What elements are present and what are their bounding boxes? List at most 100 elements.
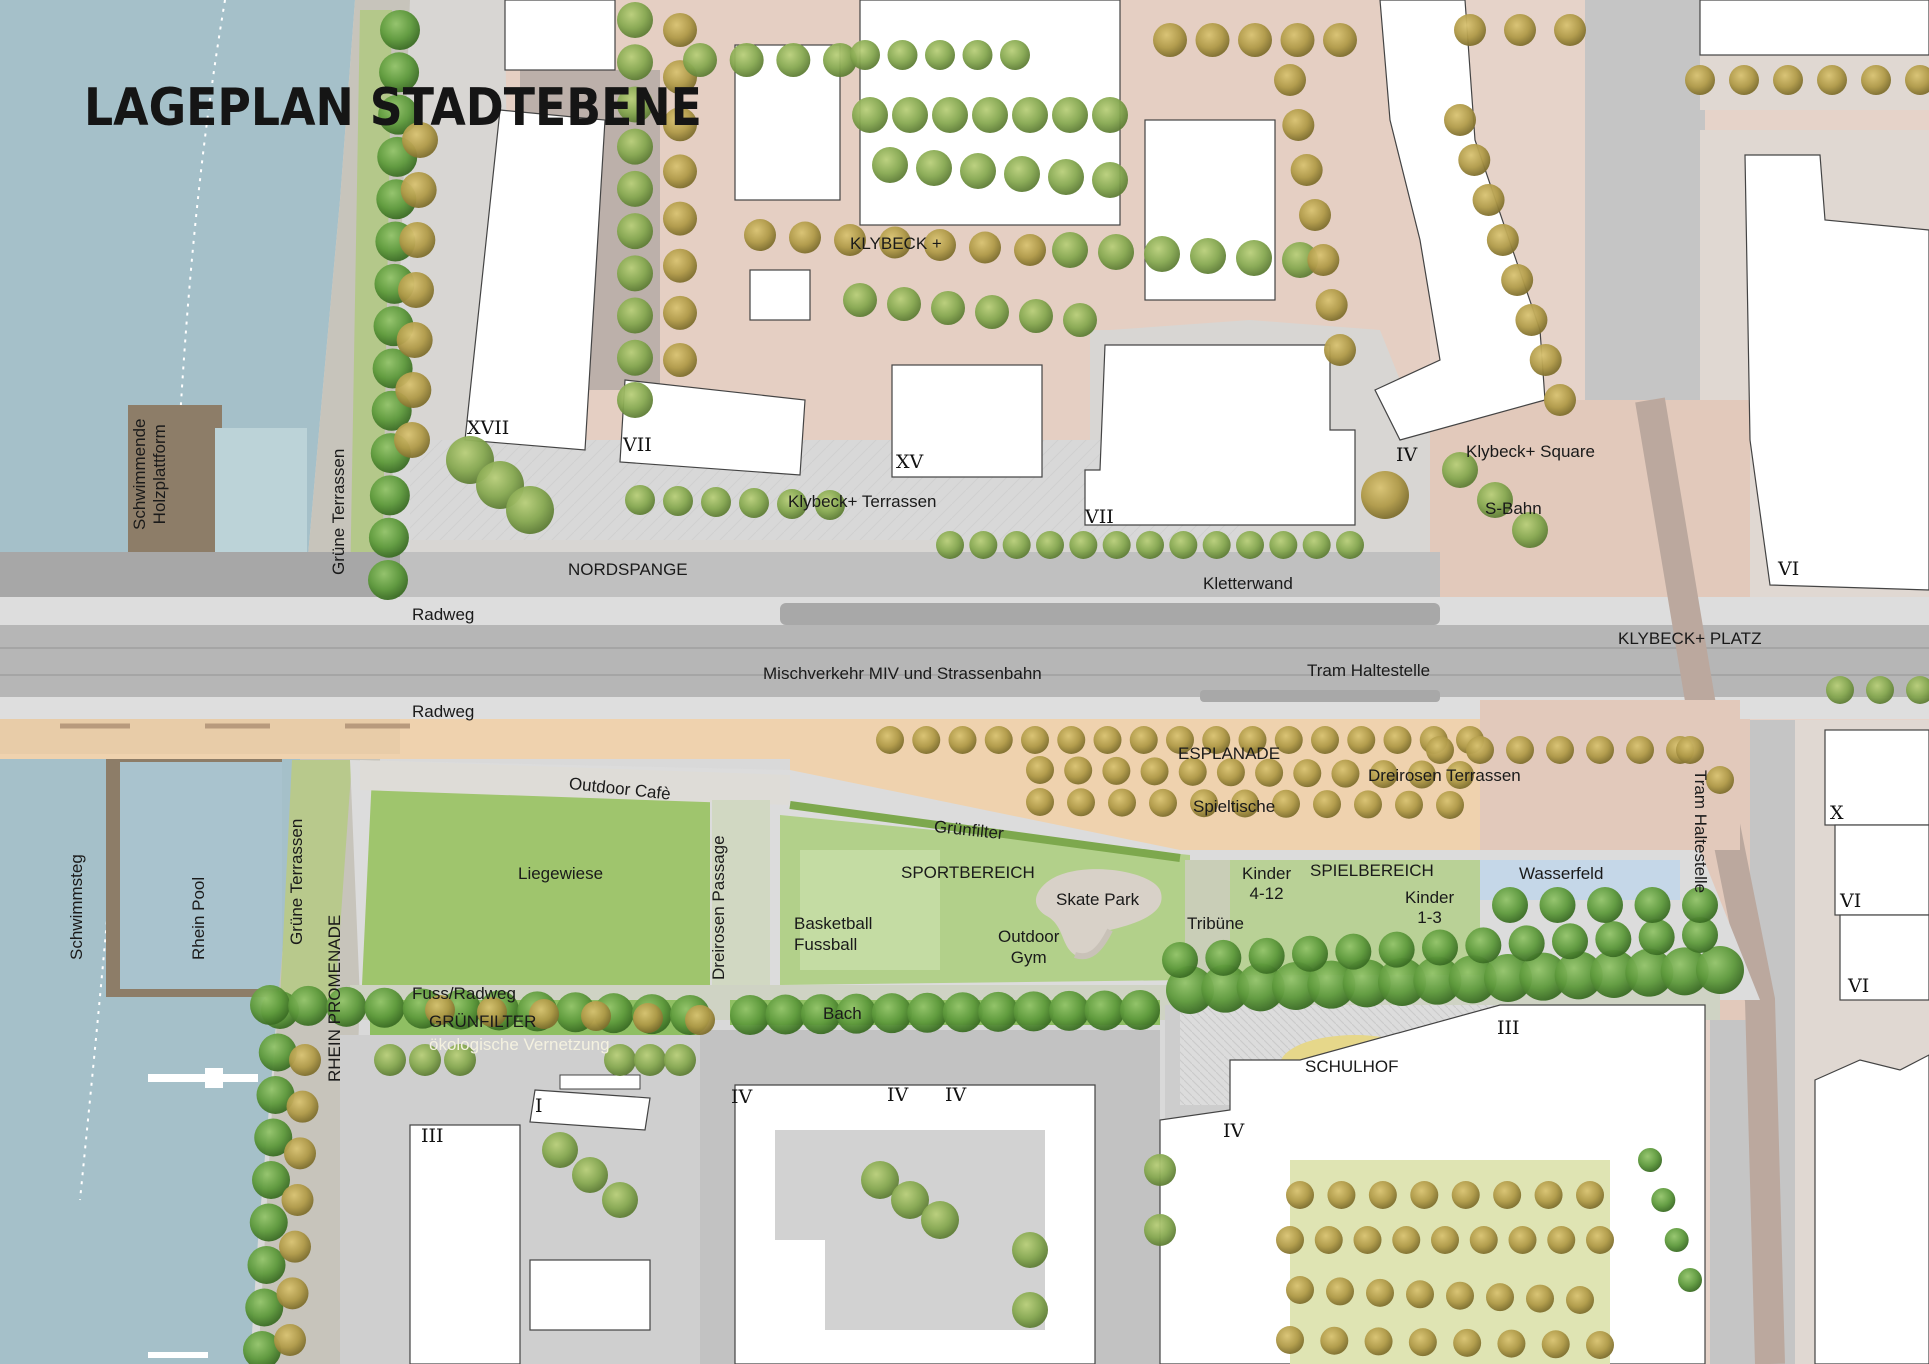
tree-canopy <box>1238 726 1267 754</box>
tree-canopy <box>1315 289 1348 321</box>
tree-canopy <box>1472 184 1505 216</box>
tree-canopy <box>1486 1283 1514 1312</box>
tree-canopy <box>978 991 1019 1032</box>
tree-canopy <box>1276 1326 1304 1354</box>
tree-canopy <box>1274 64 1306 96</box>
tree-canopy <box>887 287 921 321</box>
tree-canopy <box>1906 676 1929 704</box>
tree-canopy <box>1092 97 1128 133</box>
storey-vi-east-3: VI <box>1848 975 1870 997</box>
storey-vi-east-2: VI <box>1840 890 1862 912</box>
tree-canopy <box>701 487 731 517</box>
tree-canopy <box>744 219 776 251</box>
tree-canopy <box>1120 990 1160 1030</box>
tree-canopy <box>1552 923 1588 960</box>
tree-canopy <box>1098 234 1134 270</box>
tree-canopy <box>1336 531 1364 559</box>
tree-canopy <box>1236 531 1264 559</box>
tree-canopy <box>1826 676 1854 704</box>
tree-canopy <box>1323 23 1357 57</box>
tree-canopy <box>984 726 1013 754</box>
storey-iii-south: III <box>421 1125 444 1147</box>
tree-canopy <box>1067 788 1095 817</box>
tree-canopy <box>1292 935 1328 972</box>
tree-canopy <box>1282 242 1318 278</box>
dreirosen-terrassen-strip <box>1480 700 1740 850</box>
tree-canopy <box>1660 947 1709 996</box>
label-rhein-pool: Rhein Pool <box>189 876 208 960</box>
tree-canopy <box>776 43 811 77</box>
mischverkehr-road <box>0 625 1929 697</box>
building-vi-east-2 <box>1834 824 1929 916</box>
tree-canopy <box>843 283 877 317</box>
tree-canopy <box>1458 144 1491 176</box>
tree-canopy <box>1406 1280 1434 1309</box>
tree-canopy <box>1019 299 1053 333</box>
tree-canopy <box>1361 471 1409 519</box>
tree-canopy <box>1272 962 1320 1010</box>
tree-canopy <box>891 1181 929 1219</box>
tree-canopy <box>1407 760 1436 789</box>
label-schwimmende-holzplattform: Schwimmende Holzplattform <box>130 418 169 531</box>
tree-canopy <box>1378 958 1426 1006</box>
tree-canopy <box>1326 1277 1354 1306</box>
tree-canopy <box>250 985 290 1025</box>
tree-canopy <box>975 295 1009 329</box>
tree-canopy <box>1153 23 1187 57</box>
tree-canopy <box>872 147 908 183</box>
building-top-left <box>504 0 616 71</box>
tree-canopy <box>1012 1292 1048 1328</box>
page-title: LAGEPLAN STADTEBENE <box>84 78 702 138</box>
storey-xv: XV <box>896 451 924 473</box>
label-tribuene: Tribüne <box>1187 914 1245 933</box>
tree-canopy <box>617 2 653 38</box>
tree-canopy <box>380 10 420 50</box>
tree-canopy <box>1453 1328 1482 1357</box>
tree-canopy <box>1426 736 1454 764</box>
tree-canopy <box>1108 788 1136 817</box>
tree-canopy <box>1422 929 1458 966</box>
tree-canopy <box>1069 531 1098 559</box>
storey-iv-south-a: IV <box>731 1086 753 1108</box>
schwimmsteg-jetty <box>148 1074 258 1082</box>
tree-canopy <box>1269 531 1298 559</box>
tree-canopy <box>602 1182 638 1218</box>
tree-canopy <box>394 422 430 458</box>
label-klybeck-plus: KLYBECK + <box>850 234 942 253</box>
tree-canopy <box>409 1044 441 1076</box>
building-xvii <box>464 109 606 451</box>
tree-canopy <box>243 1331 281 1364</box>
tree-canopy <box>1706 766 1734 794</box>
schwimmsteg-head <box>205 1068 223 1088</box>
tree-canopy <box>1026 756 1054 784</box>
tree-canopy <box>1492 887 1528 923</box>
tree-canopy <box>1324 334 1356 366</box>
tree-canopy <box>398 272 434 308</box>
tree-canopy <box>1378 931 1415 968</box>
tree-canopy <box>1202 531 1231 559</box>
storey-x-east: X <box>1830 802 1844 824</box>
tree-canopy <box>1280 23 1315 57</box>
tree-canopy <box>1049 990 1090 1031</box>
tree-canopy <box>663 295 697 330</box>
tree-canopy <box>1190 789 1218 818</box>
tree-canopy <box>254 1118 293 1157</box>
tree-canopy <box>258 1033 297 1072</box>
gruenfilter-diag-line <box>789 801 1181 862</box>
label-skate-park: Skate Park <box>1056 890 1140 909</box>
tree-canopy <box>892 97 928 133</box>
tree-canopy <box>1448 955 1497 1004</box>
tree-canopy <box>249 1203 288 1242</box>
tram-island-north <box>780 603 1440 625</box>
tree-canopy <box>1905 65 1929 95</box>
tree-canopy <box>1541 1330 1570 1359</box>
tree-canopy <box>1586 1226 1614 1254</box>
tree-canopy <box>1036 531 1064 559</box>
tree-canopy <box>1554 14 1586 46</box>
tree-canopy <box>1092 162 1128 198</box>
tree-canopy <box>1335 933 1372 970</box>
tree-canopy <box>1678 1268 1702 1292</box>
tree-canopy <box>617 339 653 376</box>
tree-canopy <box>1276 1226 1304 1254</box>
label-rhein-promenade: RHEIN PROMENADE <box>325 914 344 1082</box>
